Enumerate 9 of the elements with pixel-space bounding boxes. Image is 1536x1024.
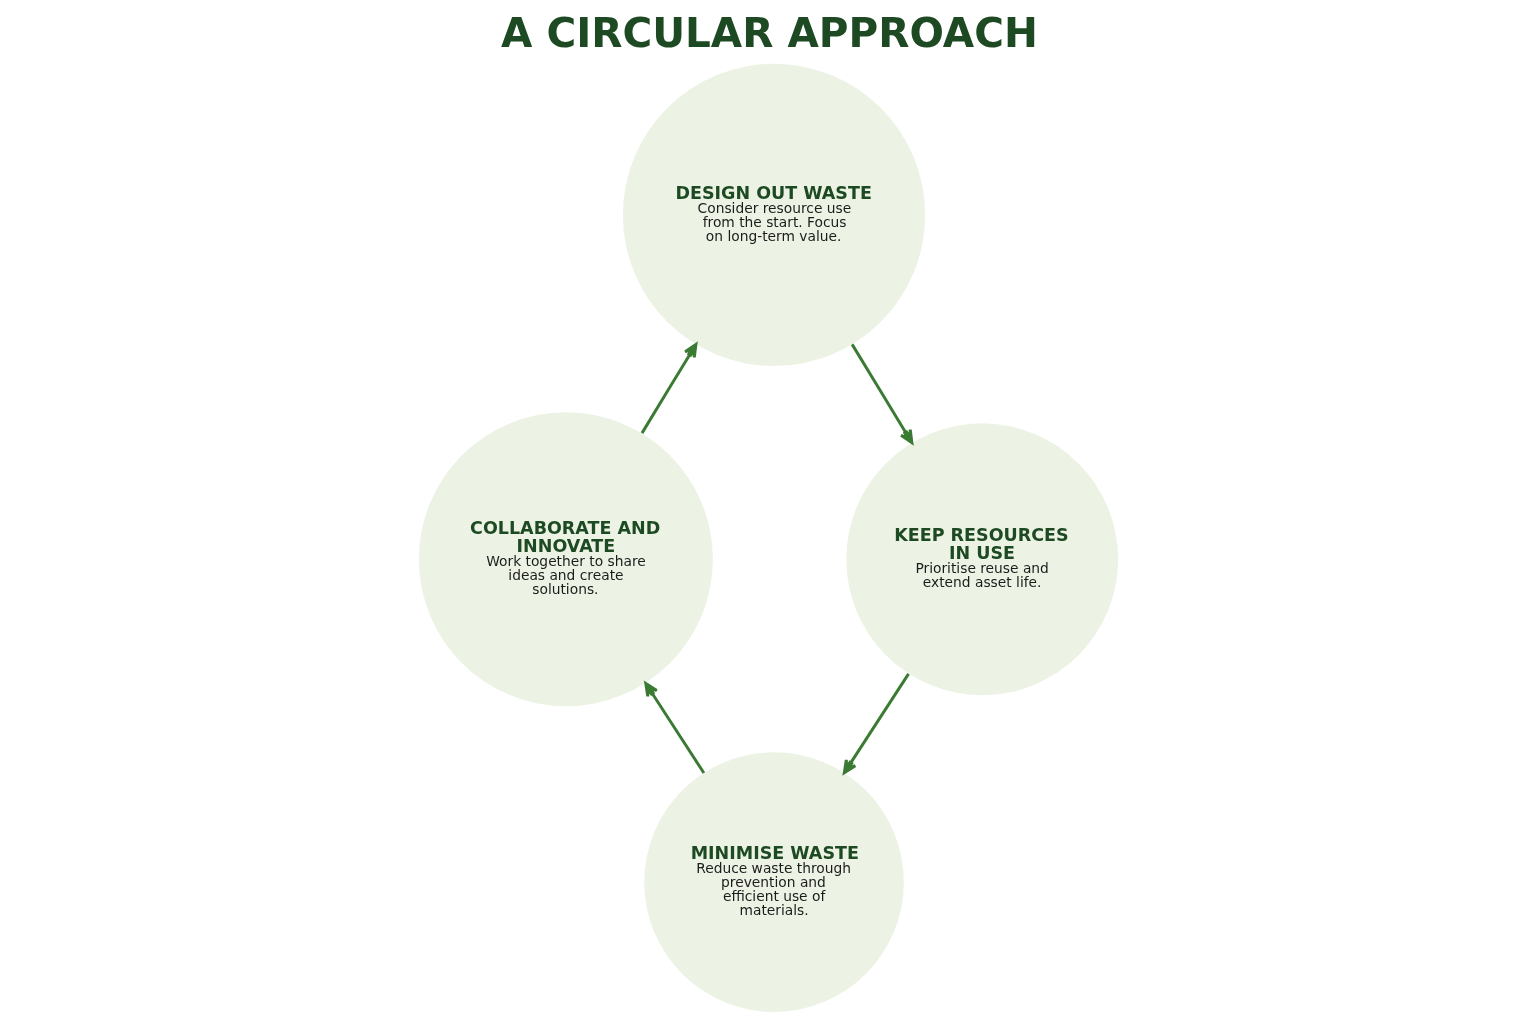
node-circle: DESIGN OUT WASTE Consider resource use from the start. Focus on long-term value. xyxy=(622,63,925,367)
node-circle: KEEP RESOURCES IN USE Prioritise reuse and extend asset life. xyxy=(845,423,1118,696)
node-circle: COLLABORATE AND INNOVATE Work together to share ideas and create solutions. xyxy=(418,412,713,707)
arrow xyxy=(643,681,705,774)
diagram-title: A CIRCULAR APPROACH xyxy=(500,9,1038,58)
arrow xyxy=(842,673,910,775)
arrow xyxy=(850,343,913,445)
node-circle: MINIMISE WASTE Reduce waste through prevention and efficient use of materials. xyxy=(643,752,904,1012)
arrow xyxy=(640,342,697,434)
